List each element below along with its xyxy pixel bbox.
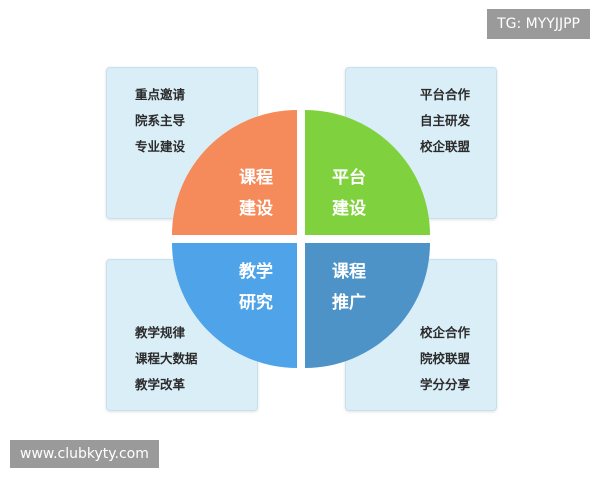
item-list-top-right: 平台合作 自主研发 校企联盟 xyxy=(420,82,470,160)
list-item: 院校联盟 xyxy=(419,351,470,366)
list-item: 校企合作 xyxy=(419,325,470,340)
list-item: 课程大数据 xyxy=(135,351,198,366)
list-item: 教学改革 xyxy=(135,377,186,392)
quadrant-top-right-label-line1: 平台 xyxy=(332,167,366,188)
watermark-top-right: TG: MYYJJPP xyxy=(487,9,590,39)
quadrant-top-left-label-line1: 课程 xyxy=(239,168,273,188)
item-list-bottom-right: 校企合作 院校联盟 学分分享 xyxy=(420,320,470,398)
quadrant-bottom-right-label-line2: 推广 xyxy=(332,292,366,313)
quadrant-top-right-label-line2: 建设 xyxy=(332,198,366,219)
list-item: 专业建设 xyxy=(135,139,186,154)
list-item: 自主研发 xyxy=(419,113,470,128)
watermark-bottom-left: www.clubkyty.com xyxy=(10,440,159,468)
quadrant-bottom-left-label-line2: 研究 xyxy=(239,292,273,313)
item-list-bottom-left: 教学规律 课程大数据 教学改革 xyxy=(135,320,198,398)
quadrant-top-left-label-line2: 建设 xyxy=(239,198,273,219)
quadrant-bottom-right-label-line1: 课程 xyxy=(332,262,366,282)
list-item: 重点邀请 xyxy=(135,87,186,102)
quadrant-bottom-right xyxy=(305,243,430,368)
quadrant-bottom-left xyxy=(172,243,297,368)
quadrant-top-left xyxy=(172,110,297,235)
item-list-top-left: 重点邀请 院系主导 专业建设 xyxy=(135,82,185,160)
quadrant-top-right xyxy=(305,110,430,235)
list-item: 学分分享 xyxy=(419,377,470,392)
list-item: 院系主导 xyxy=(135,113,186,128)
list-item: 校企联盟 xyxy=(419,139,470,154)
quadrant-circle: 课程 建设 平台 建设 教学 研究 课程 推广 xyxy=(172,110,430,368)
quadrant-bottom-left-label-line1: 教学 xyxy=(238,261,273,282)
list-item: 教学规律 xyxy=(135,325,186,340)
list-item: 平台合作 xyxy=(419,87,470,102)
